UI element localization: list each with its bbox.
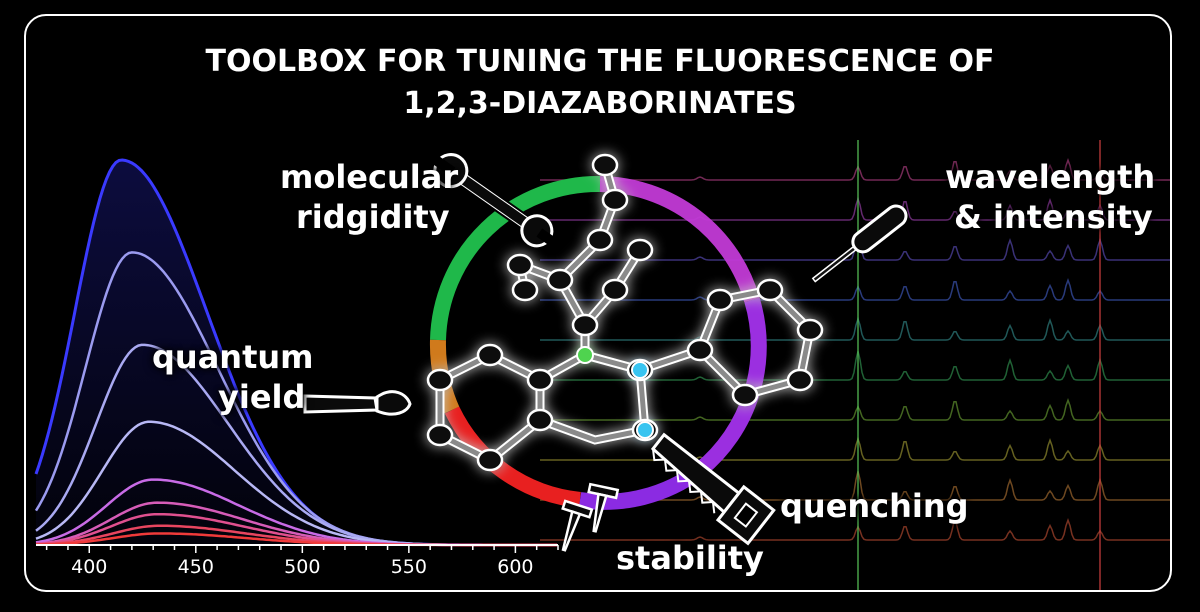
carbon-atom bbox=[526, 408, 554, 432]
carbon-atom bbox=[686, 338, 714, 362]
carbon-atom bbox=[601, 278, 629, 302]
paintbrush-icon bbox=[303, 390, 412, 416]
carbon-atom bbox=[626, 238, 654, 262]
carbon-atom bbox=[506, 253, 534, 277]
carbon-atom bbox=[586, 228, 614, 252]
x-tick-label: 400 bbox=[71, 556, 108, 578]
poster-title-line-2: 1,2,3-DIAZABORINATES bbox=[403, 86, 797, 121]
carbon-atom bbox=[526, 368, 554, 392]
background-spectrum-line bbox=[540, 158, 1170, 181]
emission-area-fill bbox=[36, 160, 558, 545]
molecule-atoms bbox=[426, 153, 824, 472]
nitrogen-atom bbox=[631, 361, 649, 379]
x-tick-label: 600 bbox=[497, 556, 534, 578]
x-tick-label: 450 bbox=[177, 556, 214, 578]
carbon-atom bbox=[476, 343, 504, 367]
background-spectrum-line bbox=[540, 316, 1170, 341]
screwdriver-icon bbox=[811, 204, 908, 283]
label-yield: yield bbox=[218, 378, 306, 416]
carbon-atom bbox=[786, 368, 814, 392]
carbon-atom bbox=[706, 288, 734, 312]
saw-icon bbox=[650, 432, 776, 546]
x-tick-label: 550 bbox=[390, 556, 427, 578]
carbon-atom bbox=[426, 423, 454, 447]
poster-title-line-1: TOOLBOX FOR TUNING THE FLUORESCENCE OF bbox=[205, 44, 995, 79]
background-spectrum-line bbox=[540, 278, 1170, 301]
label-molecular: molecular bbox=[280, 158, 459, 196]
carbon-atom bbox=[796, 318, 824, 342]
wrench-icon bbox=[431, 153, 561, 250]
label-wavelength: wavelength bbox=[945, 158, 1156, 196]
carbon-atom bbox=[591, 153, 619, 177]
carbon-atom bbox=[601, 188, 629, 212]
carbon-atom bbox=[511, 278, 539, 302]
label-quantum: quantum bbox=[152, 338, 314, 376]
x-tick-label: 500 bbox=[284, 556, 321, 578]
molecule-structure bbox=[426, 153, 824, 472]
label-intensity: & intensity bbox=[954, 198, 1153, 236]
boron-atom bbox=[576, 346, 594, 364]
carbon-atom bbox=[731, 383, 759, 407]
background-spectrum-line bbox=[540, 196, 1170, 221]
label-ridgidity: ridgidity bbox=[296, 198, 450, 236]
carbon-atom bbox=[571, 313, 599, 337]
carbon-atom bbox=[476, 448, 504, 472]
carbon-atom bbox=[546, 268, 574, 292]
background-spectrum-line bbox=[540, 398, 1170, 421]
background-spectrum-line bbox=[540, 518, 1170, 541]
carbon-atom bbox=[756, 278, 784, 302]
nails-icon bbox=[561, 482, 620, 552]
label-stability: stability bbox=[616, 539, 764, 577]
emission-chart bbox=[34, 158, 559, 553]
background-spectrum-line bbox=[540, 436, 1170, 461]
label-quenching: quenching bbox=[780, 487, 969, 525]
carbon-atom bbox=[426, 368, 454, 392]
nitrogen-atom bbox=[636, 421, 654, 439]
